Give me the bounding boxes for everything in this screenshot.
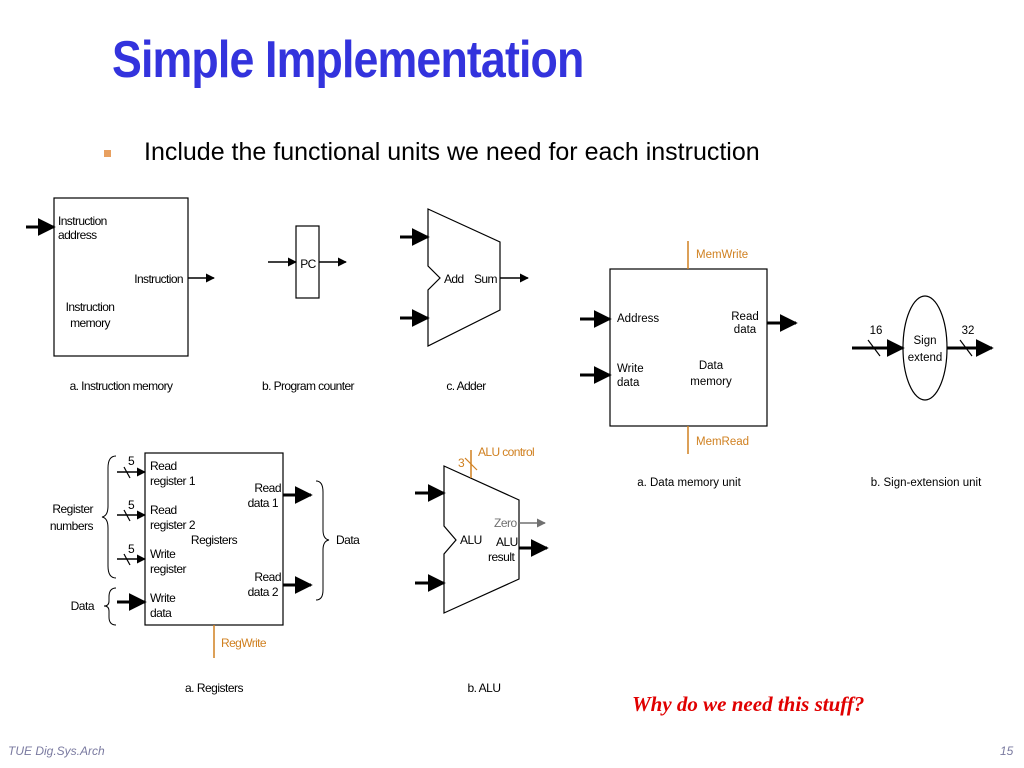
alu-control-width-tick	[464, 457, 478, 471]
pc-label: PC	[300, 257, 316, 271]
register-numbers-label-1: Register	[52, 502, 93, 516]
register-file-box	[144, 452, 284, 626]
sign-extend-input-width-tick	[867, 339, 881, 357]
adder-caption: c. Adder	[446, 379, 486, 393]
regwrite-label: RegWrite	[221, 636, 267, 650]
read-register-2-width: 5	[128, 498, 135, 512]
read-register-1-width-tick	[123, 466, 131, 479]
read-register-2-label-1: Read	[150, 503, 177, 517]
data-memory-unit: MemWrite MemRead Address Read data Write…	[580, 241, 798, 489]
bullet-text: Include the functional units we need for…	[144, 138, 760, 166]
sign-extend-name-1: Sign	[913, 335, 936, 347]
sign-extension-caption: b. Sign-extension unit	[871, 477, 982, 489]
alu-zero-label: Zero	[494, 516, 518, 530]
data-memory-box	[609, 268, 768, 427]
sign-extend-output-bits: 32	[962, 325, 975, 337]
read-register-1-label-2: register 1	[150, 474, 196, 488]
write-register-width: 5	[128, 542, 135, 556]
bullet-square-icon	[104, 150, 111, 157]
sign-extend-output-width-tick	[959, 339, 973, 357]
data-memory-address-label: Address	[617, 313, 659, 325]
registers-name: Registers	[191, 533, 238, 547]
data-memory-read-data-label-2: data	[734, 324, 757, 336]
instruction-memory-box	[53, 197, 189, 357]
instruction-memory-unit: Instruction address Instruction Instruct…	[26, 197, 215, 393]
register-numbers-label-2: numbers	[50, 519, 94, 533]
read-register-2-width-tick	[123, 509, 131, 522]
read-data-1-label-1: Read	[254, 481, 281, 495]
write-register-label-2: register	[150, 562, 187, 576]
instruction-memory-caption: a. Instruction memory	[70, 379, 173, 393]
data-out-brace	[315, 480, 330, 601]
question-text: Why do we need this stuff?	[632, 692, 865, 716]
alu-control-label: ALU control	[478, 445, 534, 459]
program-counter-unit: PC b. Program counter	[262, 225, 355, 393]
data-in-label: Data	[71, 599, 95, 613]
registers-caption: a. Registers	[185, 681, 244, 695]
write-data-label-1: Write	[150, 591, 176, 605]
instruction-memory-name-1: Instruction	[66, 300, 115, 314]
sign-extend-ellipse	[902, 295, 948, 401]
alu-unit: ALU control 3 ALU Zero ALU result b. ALU	[415, 445, 549, 695]
read-register-1-label-1: Read	[150, 459, 177, 473]
data-memory-write-data-label-2: data	[617, 377, 640, 389]
register-file-unit: 5 5 5 RegWrite Read register 1 Read regi…	[50, 452, 361, 695]
read-data-2-label-1: Read	[254, 570, 281, 584]
slide-title: Simple Implementation	[112, 31, 584, 89]
data-memory-name-2: memory	[690, 376, 732, 388]
memwrite-label: MemWrite	[696, 249, 748, 261]
alu-name-label: ALU	[460, 533, 482, 547]
alu-control-bits: 3	[458, 456, 465, 470]
read-data-1-label-2: data 1	[248, 496, 279, 510]
sign-extend-input-bits: 16	[870, 325, 883, 337]
alu-result-label-1: ALU	[496, 535, 518, 549]
read-register-2-label-2: register 2	[150, 518, 196, 532]
write-data-label-2: data	[150, 606, 172, 620]
memread-label: MemRead	[696, 436, 749, 448]
data-memory-caption: a. Data memory unit	[637, 477, 741, 489]
sign-extend-name-2: extend	[908, 352, 943, 364]
data-memory-name-1: Data	[699, 360, 724, 372]
data-memory-write-data-label-1: Write	[617, 363, 644, 375]
alu-caption: b. ALU	[467, 681, 500, 695]
instruction-address-label-1: Instruction	[58, 214, 107, 228]
write-register-width-tick	[123, 553, 131, 566]
alu-result-label-2: result	[488, 550, 516, 564]
read-register-1-width: 5	[128, 454, 135, 468]
instruction-memory-name-2: memory	[70, 316, 110, 330]
program-counter-caption: b. Program counter	[262, 379, 355, 393]
data-memory-read-data-label-1: Read	[731, 311, 759, 323]
adder-add-label: Add	[444, 272, 464, 286]
data-out-label: Data	[336, 533, 360, 547]
footer-course-label: TUE Dig.Sys.Arch	[8, 744, 105, 758]
adder-unit: Add Sum c. Adder	[400, 208, 529, 393]
sign-extension-unit: 16 32 Sign extend b. Sign-extension unit	[852, 295, 994, 489]
write-register-label-1: Write	[150, 547, 176, 561]
data-in-brace	[103, 587, 117, 626]
instruction-address-label-2: address	[58, 228, 97, 242]
read-data-2-label-2: data 2	[248, 585, 279, 599]
page-number: 15	[1000, 744, 1014, 758]
register-numbers-brace	[101, 455, 117, 579]
instruction-output-label: Instruction	[134, 272, 183, 286]
adder-sum-label: Sum	[474, 272, 497, 286]
